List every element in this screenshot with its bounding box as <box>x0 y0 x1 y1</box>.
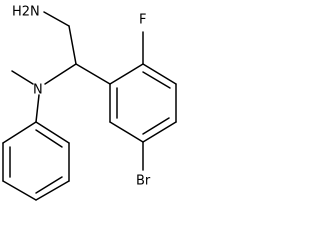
bond-ch-aryl <box>75 63 111 85</box>
amine-label: H2N <box>12 5 40 20</box>
bond-phenyl-4 <box>35 180 70 201</box>
bromine-label: Br <box>136 174 151 189</box>
bond-ch-n <box>44 63 77 85</box>
bond-phenyl-6 <box>35 121 70 144</box>
bond-n-phenyl <box>35 94 40 123</box>
bond-phenyl-double-3 <box>35 129 63 148</box>
bond-phenyl-1 <box>2 121 37 144</box>
bond-aryl-5 <box>109 121 144 143</box>
chemical-structure-diagram: H2N F N Br <box>2 5 177 201</box>
bond-phenyl-double-2 <box>35 176 63 194</box>
bond-aryl-2 <box>142 63 177 85</box>
bond-nh2-ch2 <box>43 11 70 27</box>
nitrogen-label: N <box>33 83 43 98</box>
fluorine-label: F <box>139 13 146 28</box>
bond-aryl-1 <box>109 63 144 85</box>
bond-aryl-double-2 <box>142 117 170 135</box>
bond-aryl-double-1 <box>142 71 171 89</box>
bond-n-methyl <box>11 70 34 85</box>
bond-phenyl-3 <box>2 180 37 201</box>
bond-ch2-ch <box>68 25 77 65</box>
bond-aryl-4 <box>142 121 177 143</box>
bond-lines <box>2 11 177 201</box>
